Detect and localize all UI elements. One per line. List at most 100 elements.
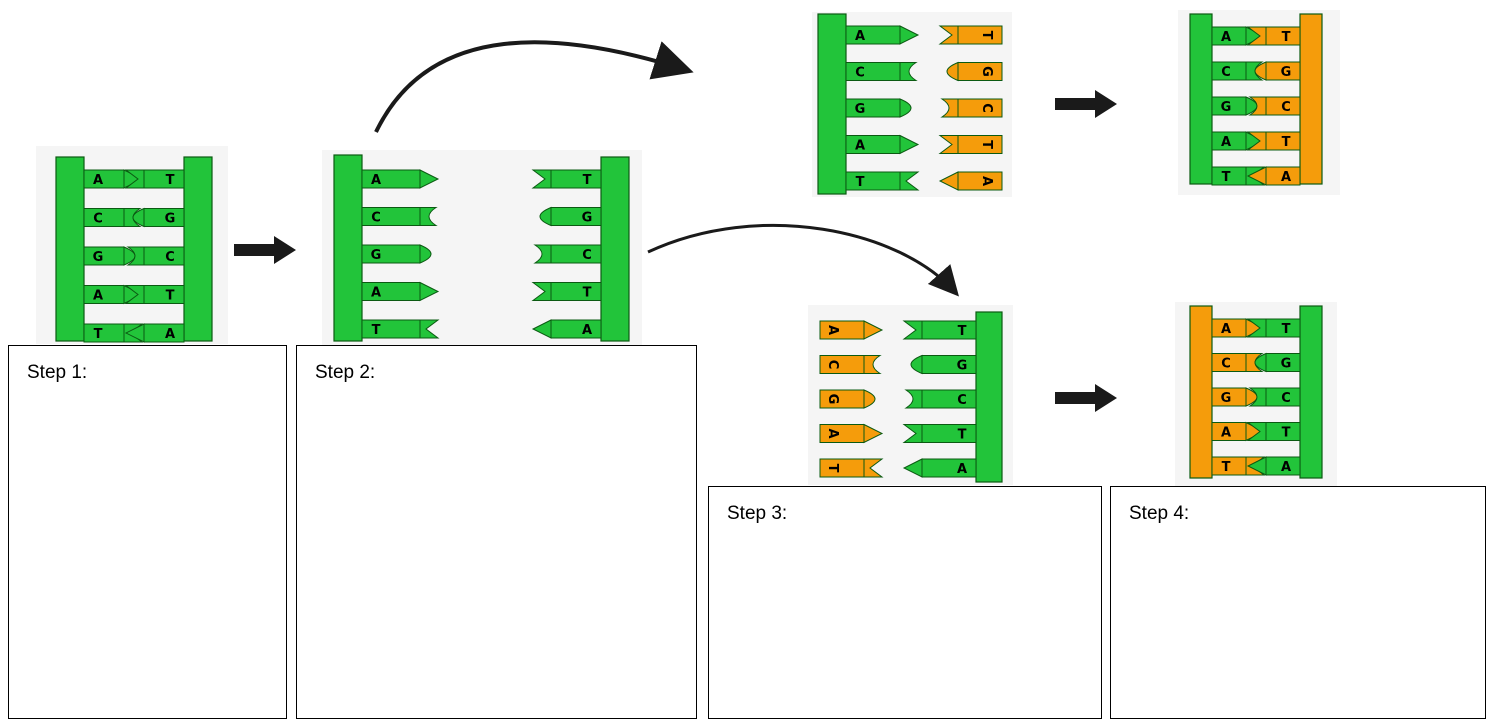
bottom-template-backbone <box>975 311 1003 483</box>
svg-text:A: A <box>1281 460 1291 475</box>
svg-text:G: G <box>957 359 968 374</box>
svg-text:G: G <box>979 66 994 77</box>
svg-text:C: C <box>582 248 592 263</box>
svg-text:C: C <box>855 66 865 81</box>
top-free-nucleotide-2: C <box>940 98 1003 118</box>
svg-text:T: T <box>583 286 592 301</box>
original-dna-right-base-0: T <box>124 169 185 189</box>
bottom-result-dna-left-base-4: T <box>1211 456 1266 476</box>
svg-text:A: A <box>855 29 865 44</box>
step-4-label: Step 4: <box>1129 503 1190 524</box>
separated-right-base-1: G <box>539 206 602 227</box>
bottom-template-base-2: C <box>904 389 977 409</box>
original-dna-right-base-2: C <box>126 246 185 266</box>
top-result-dna-right-base-2: C <box>1248 96 1301 116</box>
svg-text:T: T <box>1222 170 1231 185</box>
original-dna-left-base-1: C <box>83 208 142 227</box>
svg-text:A: A <box>855 139 865 154</box>
svg-text:C: C <box>957 393 967 408</box>
bottom-result-dna-right-base-1: G <box>1254 352 1301 373</box>
original-dna-right-base-1: G <box>132 207 185 228</box>
svg-text:G: G <box>1221 391 1232 406</box>
svg-text:C: C <box>1281 391 1291 406</box>
bottom-template-base-4: A <box>902 458 977 478</box>
top-result-dna-left-base-4: T <box>1211 166 1266 186</box>
top-template-base-1: C <box>845 62 918 81</box>
top-result-dna-left-base-1: C <box>1211 61 1264 81</box>
top-free-nucleotide-3: T <box>938 135 1003 154</box>
bottom-result-dna-left-base-0: A <box>1211 318 1266 338</box>
svg-text:A: A <box>1221 30 1231 45</box>
top-result-dna-right-base-1: G <box>1254 61 1301 81</box>
top-result-dna-left-base-2: G <box>1211 96 1258 116</box>
separated-left-base-4: T <box>361 319 440 339</box>
separated-right-base-2: C <box>533 244 602 264</box>
svg-text:T: T <box>856 175 865 190</box>
original-dna-left-base-0: A <box>83 169 144 189</box>
svg-text:A: A <box>979 176 994 186</box>
svg-text:G: G <box>855 102 866 117</box>
svg-text:C: C <box>979 103 994 113</box>
separated-right-base-4: A <box>531 319 602 339</box>
top-free-nucleotide-1: G <box>946 61 1003 82</box>
bottom-template-base-3: T <box>902 424 977 443</box>
top-template-base-2: G <box>845 98 912 118</box>
original-dna-right-base-3: T <box>124 285 185 304</box>
separated-left-backbone <box>333 154 363 342</box>
svg-text:G: G <box>1221 100 1232 115</box>
bottom-template-base-1: G <box>910 354 977 375</box>
step-3-label: Step 3: <box>727 503 788 524</box>
svg-text:T: T <box>372 323 381 338</box>
svg-text:A: A <box>1221 426 1231 441</box>
svg-text:T: T <box>166 289 175 304</box>
svg-text:G: G <box>825 394 840 405</box>
step-1-label: Step 1: <box>27 362 88 383</box>
svg-text:T: T <box>166 173 175 188</box>
arrow-step1-to-step2 <box>234 236 296 264</box>
svg-text:G: G <box>371 248 382 263</box>
svg-text:A: A <box>957 462 967 477</box>
svg-text:C: C <box>371 211 381 226</box>
bottom-result-dna-right-base-2: C <box>1248 387 1301 407</box>
svg-text:C: C <box>165 250 175 265</box>
step-3-box: Step 3: <box>708 486 1102 719</box>
svg-text:A: A <box>825 325 840 335</box>
svg-text:G: G <box>1281 357 1292 372</box>
bottom-free-nucleotide-2: G <box>819 389 876 409</box>
svg-text:C: C <box>1281 100 1291 115</box>
svg-text:G: G <box>93 250 104 265</box>
top-result-dna-left-backbone <box>1189 13 1213 185</box>
separated-right-backbone <box>600 156 630 342</box>
original-dna-right-base-4: A <box>124 323 185 343</box>
bottom-result-dna-right-base-0: T <box>1246 318 1301 338</box>
svg-text:T: T <box>1282 135 1291 150</box>
separated-strands: A T C G G C A T T A <box>333 154 630 342</box>
top-pairing: A T C G G C A T T A <box>817 13 1003 195</box>
svg-text:A: A <box>165 327 175 342</box>
step-2-label: Step 2: <box>315 362 376 383</box>
svg-text:A: A <box>582 323 592 338</box>
svg-text:A: A <box>1221 322 1231 337</box>
svg-text:A: A <box>371 173 381 188</box>
svg-text:A: A <box>93 289 103 304</box>
top-result-dna-right-backbone <box>1299 13 1323 185</box>
separated-right-base-0: T <box>531 169 602 189</box>
top-result-dna-right-base-0: T <box>1246 26 1301 46</box>
svg-text:T: T <box>1222 460 1231 475</box>
bottom-free-nucleotide-3: A <box>819 423 884 444</box>
svg-text:T: T <box>583 173 592 188</box>
curved-arrow-to-bottom <box>647 223 959 297</box>
svg-text:T: T <box>825 464 840 473</box>
top-result-dna-right-base-3: T <box>1246 131 1301 151</box>
svg-text:A: A <box>371 286 381 301</box>
top-template-base-4: T <box>845 171 920 191</box>
svg-text:C: C <box>93 212 103 227</box>
bottom-result-dna-right-backbone <box>1299 305 1323 479</box>
svg-text:T: T <box>979 31 994 40</box>
original-dna-left-backbone <box>55 156 85 342</box>
bottom-free-nucleotide-4: T <box>819 458 884 478</box>
